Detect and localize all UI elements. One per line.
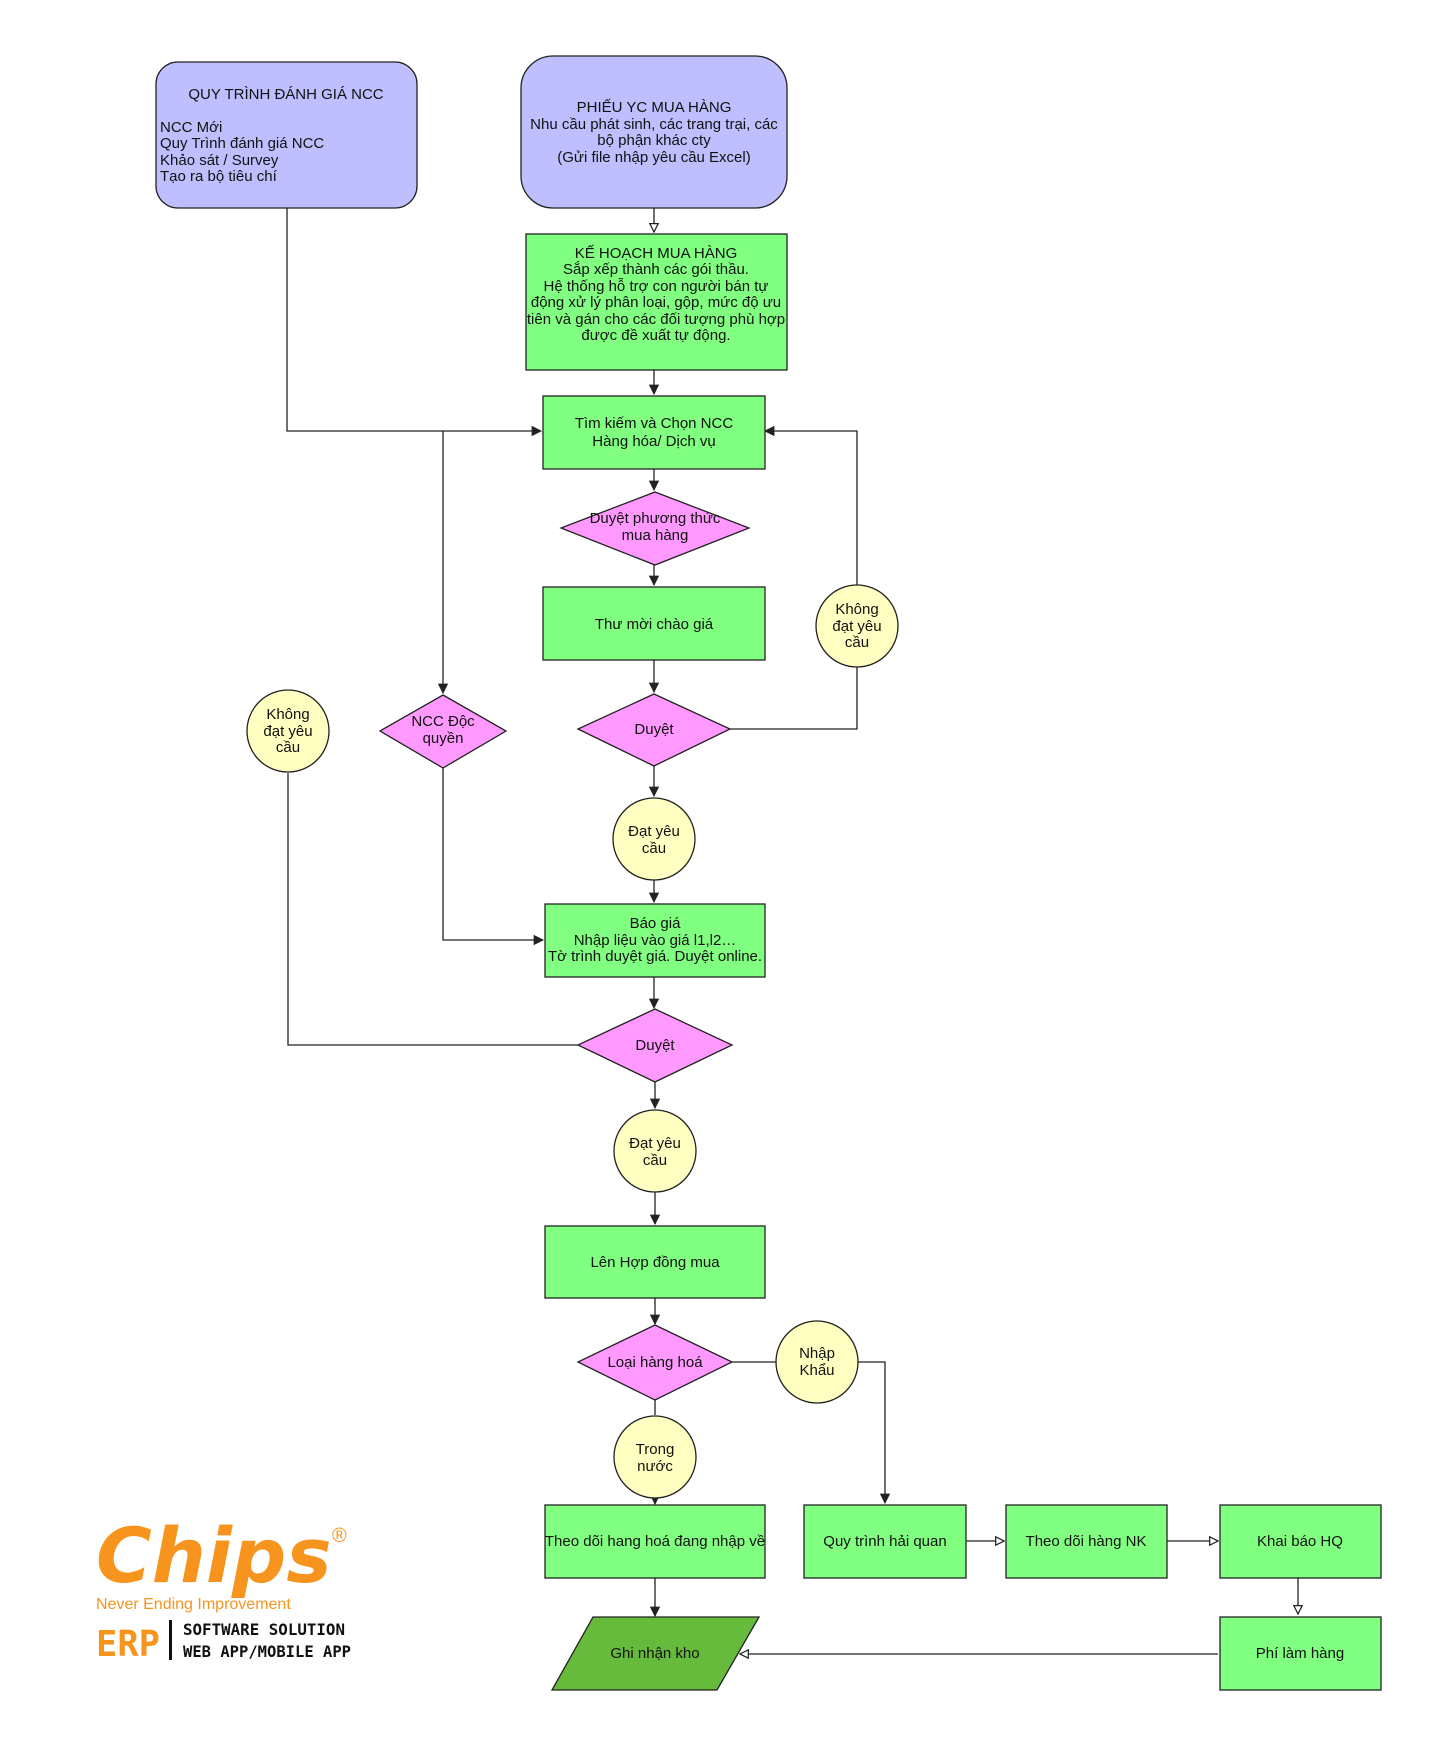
node-label: Hệ thống hỗ trợ con người bán tự [544, 278, 769, 295]
node-label: Hàng hóa/ Dịch vụ [592, 433, 715, 450]
node-warehouse-record: Ghi nhận kho [550, 1616, 761, 1691]
node-import: Nhập Khẩu [775, 1320, 859, 1404]
chips-logo: Chips ® Never Ending Improvement ERP SOF… [96, 1511, 351, 1665]
logo-divider [169, 1620, 172, 1660]
node-label: Nhập [799, 1345, 835, 1362]
node-exclusive-supplier: NCC Độc quyền [378, 694, 508, 769]
node-not-met-right: Không đạt yêu cầu [815, 584, 899, 668]
node-customs-process: Quy trình hải quan [803, 1504, 967, 1579]
edge-approve2-reject-loop [287, 773, 578, 1046]
node-label: tiên và gán cho các đối tượng phù hợp [527, 311, 785, 328]
node-purchase-plan: KẾ HOẠCH MUA HÀNG Sắp xếp thành các gói … [525, 233, 788, 371]
node-label: Duyệt [634, 721, 674, 738]
connectors [286, 208, 1298, 1654]
node-label: Khai báo HQ [1257, 1533, 1343, 1550]
node-label: quyền [423, 730, 464, 747]
node-label: đạt yêu [832, 618, 881, 635]
node-label: Lên Hợp đồng mua [590, 1254, 720, 1271]
node-label: Sắp xếp thành các gói thầu. [563, 261, 749, 278]
node-track-import-goods: Theo dõi hàng NK [1005, 1504, 1168, 1579]
node-label: Phí làm hàng [1256, 1645, 1344, 1662]
node-label: Tạo ra bộ tiêu chí [160, 168, 278, 185]
node-invitation-to-quote: Thư mời chào giá [542, 586, 766, 661]
logo-line1: SOFTWARE SOLUTION [183, 1620, 345, 1639]
node-approve-quotation: Duyệt [576, 1008, 734, 1083]
node-quotation: Báo giá Nhập liệu vào giá l1,l2… Tờ trìn… [544, 903, 766, 978]
node-purchase-contract: Lên Hợp đồng mua [544, 1225, 766, 1299]
logo-erp: ERP [96, 1624, 160, 1665]
node-label: Ghi nhận kho [610, 1645, 699, 1662]
edge-exclusive-to-quotation [442, 768, 545, 946]
node-label: động xử lý phân loại, gộp, mức độ ưu [531, 294, 781, 311]
node-purchase-request: PHIẾU YC MUA HÀNG Nhu cầu phát sinh, các… [520, 55, 788, 209]
edge-eval-to-search [286, 208, 543, 437]
edge-import-to-customs [858, 1361, 891, 1505]
node-label: Trong [636, 1441, 675, 1458]
node-label: nước [637, 1458, 673, 1475]
node-supplier-evaluation: QUY TRÌNH ĐÁNH GIÁ NCC NCC Mới Quy Trình… [155, 61, 418, 209]
node-label: Đạt yêu [628, 823, 680, 840]
node-label: Quy trình hải quan [823, 1533, 946, 1550]
node-label: Duyệt [635, 1037, 675, 1054]
node-label: NCC Độc [411, 713, 475, 730]
node-handling-fee: Phí làm hàng [1219, 1616, 1382, 1691]
node-label: Tìm kiếm và Chọn NCC [575, 415, 734, 432]
node-label: đạt yêu [263, 723, 312, 740]
node-requirement-met-1: Đạt yêu cầu [612, 797, 696, 881]
node-label: Nhu cầu phát sinh, các trang trại, các [530, 116, 778, 133]
node-label: Khẩu [799, 1362, 834, 1379]
node-label: được đề xuất tự động. [581, 327, 730, 344]
node-label: QUY TRÌNH ĐÁNH GIÁ NCC [188, 86, 383, 103]
node-label: Không [266, 706, 309, 723]
node-track-incoming-goods: Theo dõi hang hoá đang nhập về [544, 1504, 766, 1579]
node-requirement-met-2: Đạt yêu cầu [613, 1109, 697, 1193]
node-label: Loại hàng hoá [607, 1354, 703, 1371]
node-label: Khảo sát / Survey [160, 152, 279, 169]
node-label: Duyệt phương thức [590, 510, 721, 527]
node-domestic: Trong nước [613, 1415, 697, 1499]
node-label: cầu [642, 840, 666, 857]
logo-line2: WEB APP/MOBILE APP [183, 1642, 351, 1661]
logo-brand: Chips [96, 1511, 332, 1600]
node-search-supplier: Tìm kiếm và Chọn NCC Hàng hóa/ Dịch vụ [542, 395, 766, 470]
node-label: Quy Trình đánh giá NCC [160, 135, 324, 152]
node-label: NCC Mới [160, 119, 222, 136]
node-label: KẾ HOẠCH MUA HÀNG [575, 245, 738, 262]
node-approve-purchase-method: Duyệt phương thức mua hàng [559, 491, 751, 566]
edge-approve1-reject-loop [730, 425, 858, 730]
node-approve-quote-request: Duyệt [576, 693, 732, 767]
node-label: cầu [643, 1152, 667, 1169]
node-label: bộ phận khác cty [597, 132, 711, 149]
node-label: Báo giá [630, 915, 682, 932]
node-label: cầu [276, 739, 300, 756]
node-label: Không [835, 601, 878, 618]
node-label: Nhập liệu vào giá l1,l2… [574, 932, 737, 949]
node-label: cầu [845, 634, 869, 651]
node-label: (Gửi file nhập yêu cầu Excel) [557, 149, 750, 166]
logo-tagline: Never Ending Improvement [96, 1596, 291, 1613]
node-label: Thư mời chào giá [595, 616, 714, 633]
node-label: PHIẾU YC MUA HÀNG [577, 99, 732, 116]
node-label: Đạt yêu [629, 1135, 681, 1152]
node-customs-declaration: Khai báo HQ [1219, 1504, 1382, 1579]
node-not-met-left: Không đạt yêu cầu [246, 689, 330, 773]
node-label: Theo dõi hàng NK [1026, 1533, 1147, 1550]
logo-registered: ® [332, 1525, 347, 1547]
node-label: mua hàng [622, 527, 689, 544]
node-label: Tờ trình duyệt giá. Duyệt online. [548, 948, 762, 965]
node-goods-type: Loại hàng hoá [576, 1324, 734, 1401]
node-label: Theo dõi hang hoá đang nhập về [545, 1533, 765, 1550]
